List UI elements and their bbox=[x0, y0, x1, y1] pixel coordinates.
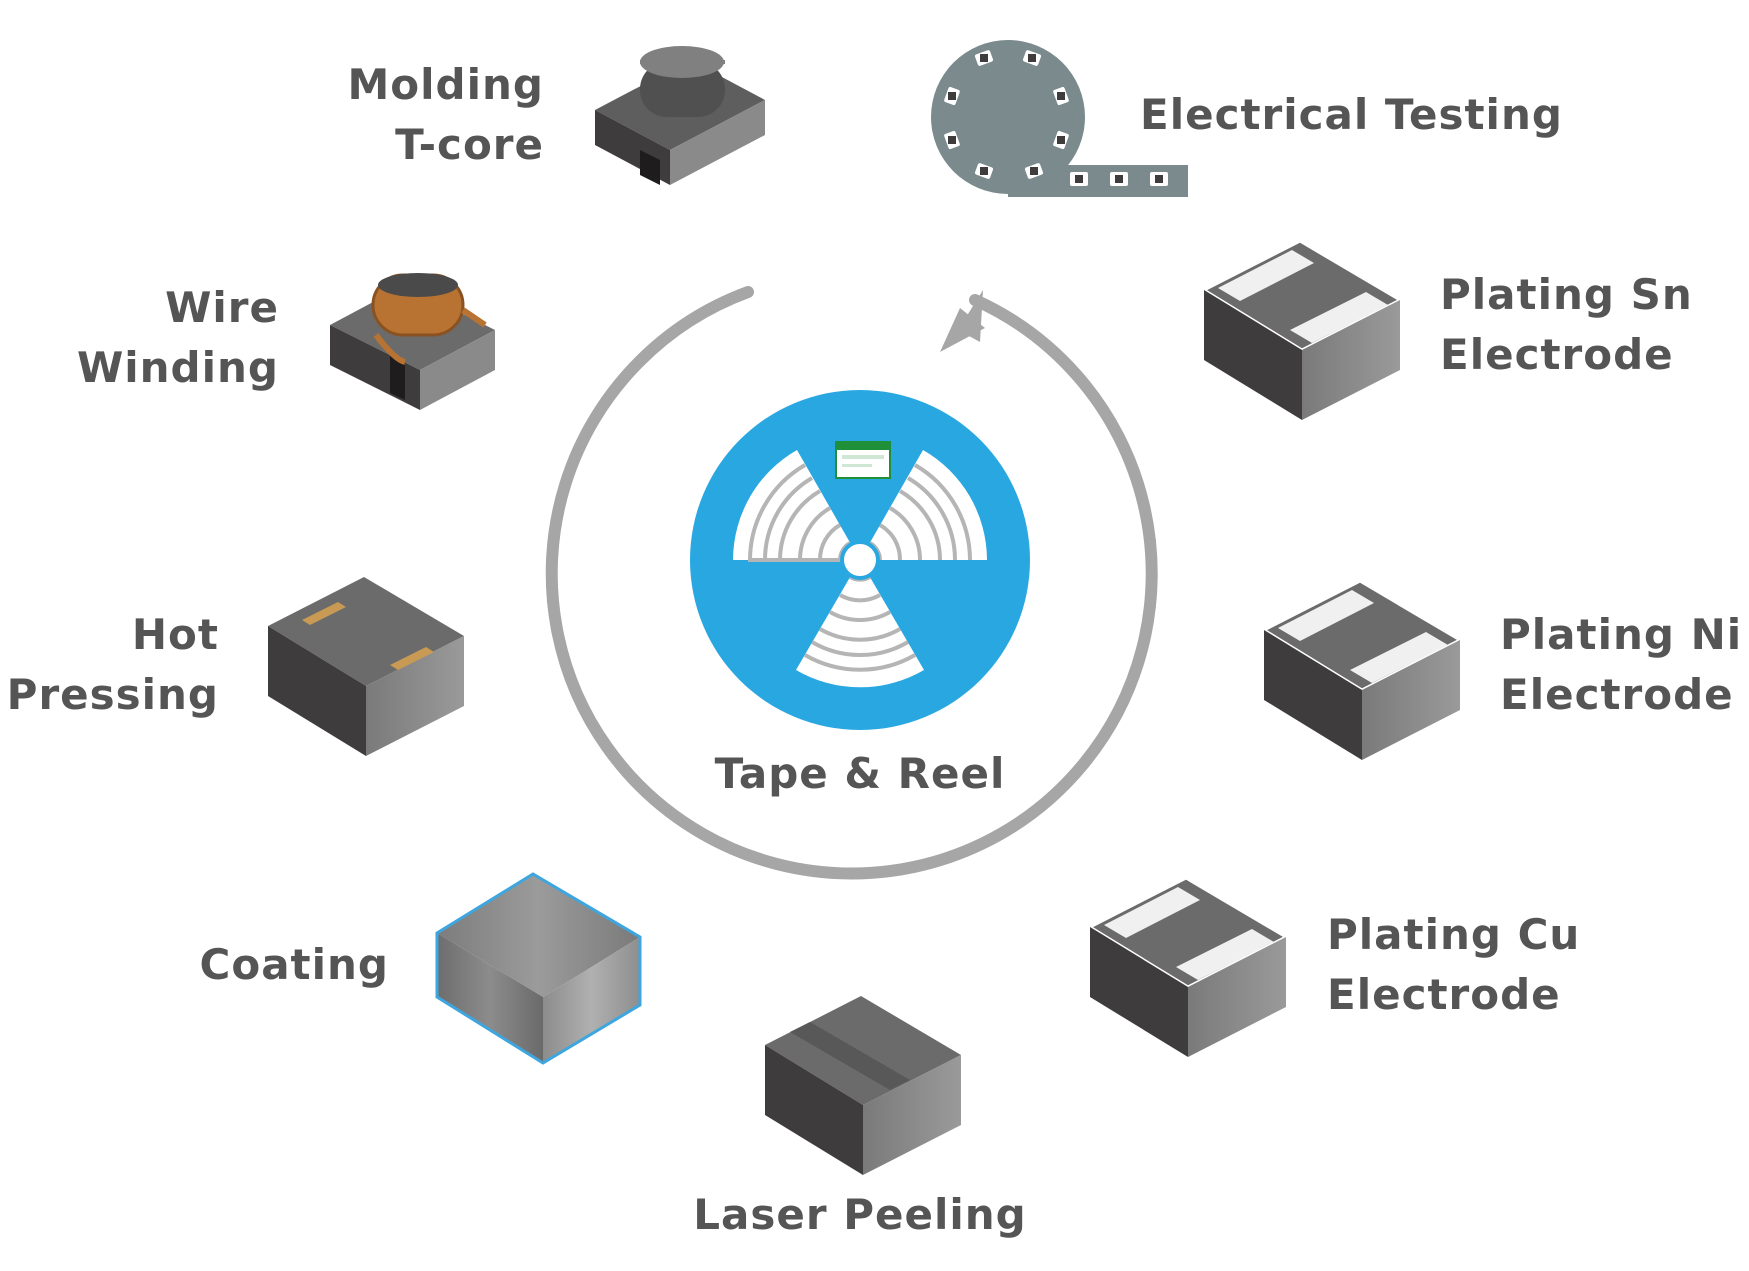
label-tape-and-reel: Tape & Reel bbox=[660, 744, 1060, 804]
plating-cu-component-icon bbox=[1086, 876, 1290, 1057]
label-plating-ni: Plating Ni Electrode bbox=[1500, 605, 1742, 725]
label-molding-t-core: Molding T-core bbox=[348, 55, 544, 175]
label-molding-line1: Molding bbox=[347, 60, 544, 109]
label-coating: Coating bbox=[200, 935, 389, 995]
tape-reel-icon bbox=[690, 390, 1030, 730]
label-hot-pressing: Hot Pressing bbox=[7, 605, 219, 725]
label-tape-and-reel-text: Tape & Reel bbox=[714, 749, 1006, 798]
label-molding-line2: T-core bbox=[395, 120, 544, 169]
label-plating-cu: Plating Cu Electrode bbox=[1327, 905, 1580, 1025]
label-plating-ni-line2: Electrode bbox=[1500, 670, 1734, 719]
label-hot-pressing-line1: Hot bbox=[131, 610, 219, 659]
label-wire-winding-line1: Wire bbox=[165, 283, 279, 332]
label-plating-sn: Plating Sn Electrode bbox=[1440, 265, 1693, 385]
electrical-testing-reel-icon bbox=[931, 40, 1188, 197]
hot-pressing-component-icon bbox=[268, 577, 464, 756]
label-plating-sn-line1: Plating Sn bbox=[1440, 270, 1693, 319]
label-coating-line1: Coating bbox=[199, 940, 389, 989]
laser-peeling-component-icon bbox=[765, 996, 961, 1175]
label-wire-winding: Wire Winding bbox=[77, 278, 279, 398]
label-laser-peeling: Laser Peeling bbox=[660, 1185, 1060, 1245]
label-plating-cu-line1: Plating Cu bbox=[1327, 910, 1581, 959]
molding-t-core-icon bbox=[595, 46, 765, 185]
label-plating-sn-line2: Electrode bbox=[1440, 330, 1674, 379]
label-plating-cu-line2: Electrode bbox=[1327, 970, 1561, 1019]
label-laser-peeling-line1: Laser Peeling bbox=[693, 1190, 1027, 1239]
cycle-arrow bbox=[545, 286, 1158, 880]
coating-component-icon bbox=[435, 872, 642, 1065]
label-wire-winding-line2: Winding bbox=[76, 343, 279, 392]
wire-winding-icon bbox=[330, 273, 495, 410]
label-hot-pressing-line2: Pressing bbox=[6, 670, 219, 719]
label-electrical-testing-line1: Electrical Testing bbox=[1140, 90, 1563, 139]
plating-ni-component-icon bbox=[1260, 579, 1464, 760]
label-plating-ni-line1: Plating Ni bbox=[1500, 610, 1743, 659]
plating-sn-component-icon bbox=[1200, 239, 1404, 420]
label-electrical-testing: Electrical Testing bbox=[1140, 85, 1563, 145]
